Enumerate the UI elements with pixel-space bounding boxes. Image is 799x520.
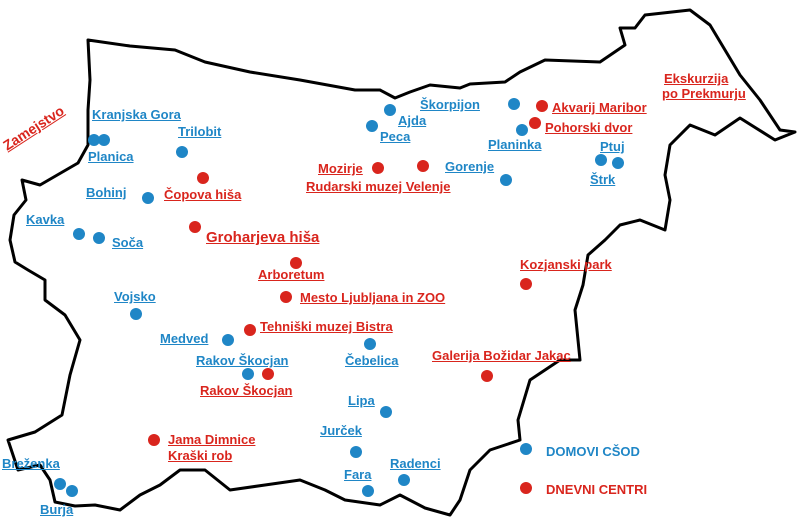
- jurcek-label[interactable]: Jurček: [320, 423, 362, 438]
- tehniski-muzej-bistra-dot[interactable]: [244, 324, 256, 336]
- kranjska-gora-label[interactable]: Kranjska Gora: [92, 107, 181, 122]
- soca-dot[interactable]: [93, 232, 105, 244]
- peca-label[interactable]: Peca: [380, 129, 411, 144]
- gorenje-dot[interactable]: [500, 174, 512, 186]
- brezenka-label[interactable]: Breženka: [2, 456, 60, 471]
- akvarij-maribor-dot[interactable]: [536, 100, 548, 112]
- lipa-dot[interactable]: [380, 406, 392, 418]
- ajda-label[interactable]: Ajda: [398, 113, 427, 128]
- medved-dot[interactable]: [222, 334, 234, 346]
- rakov-skocjan-center-label[interactable]: Rakov Škocjan: [200, 383, 293, 398]
- krasi-rob-label[interactable]: Kraški rob: [168, 448, 233, 463]
- mozirje-label[interactable]: Mozirje: [318, 161, 363, 176]
- ajda-dot[interactable]: [384, 104, 396, 116]
- fara-dot[interactable]: [362, 485, 374, 497]
- mesto-ljubljana-dot[interactable]: [280, 291, 292, 303]
- groharjeva-hisa-label[interactable]: Groharjeva hiša: [206, 229, 320, 246]
- burja-label[interactable]: Burja: [40, 502, 74, 517]
- burja-dot[interactable]: [66, 485, 78, 497]
- jama-dimnice-dot[interactable]: [148, 434, 160, 446]
- mozirje-dot[interactable]: [372, 162, 384, 174]
- legend-centri-label: DNEVNI CENTRI: [546, 482, 648, 497]
- pohorski-dvor-dot[interactable]: [529, 117, 541, 129]
- kavka-dot[interactable]: [73, 228, 85, 240]
- skorpijon-label[interactable]: Škorpijon: [420, 97, 480, 112]
- bohinj-dot[interactable]: [142, 192, 154, 204]
- strk-label[interactable]: Štrk: [590, 172, 616, 187]
- vojsko-dot[interactable]: [130, 308, 142, 320]
- akvarij-maribor-label[interactable]: Akvarij Maribor: [552, 100, 647, 115]
- arboretum-label[interactable]: Arboretum: [258, 267, 325, 282]
- rakov-skocjan-center-dot[interactable]: [262, 368, 274, 380]
- rudarski-muzej-velenje-dot[interactable]: [417, 160, 429, 172]
- cebelica-label[interactable]: Čebelica: [345, 353, 399, 368]
- ptuj-label[interactable]: Ptuj: [600, 139, 625, 154]
- jama-dimnice-label[interactable]: Jama Dimnice: [168, 432, 256, 447]
- kozjanski-park-dot[interactable]: [520, 278, 532, 290]
- soca-label[interactable]: Soča: [112, 235, 144, 250]
- brezenka-dot[interactable]: [54, 478, 66, 490]
- ptuj-dot[interactable]: [595, 154, 607, 166]
- kranjska-gora-dot[interactable]: [98, 134, 110, 146]
- kavka-label[interactable]: Kavka: [26, 212, 65, 227]
- radenci-label[interactable]: Radenci: [390, 456, 441, 471]
- planinka-label[interactable]: Planinka: [488, 137, 542, 152]
- legend-domovi-label: DOMOVI CŠOD: [546, 444, 640, 459]
- copova-hisa-label[interactable]: Čopova hiša: [164, 187, 242, 202]
- planica-dot[interactable]: [88, 134, 100, 146]
- rakov-skocjan-label[interactable]: Rakov Škocjan: [196, 353, 289, 368]
- cebelica-dot[interactable]: [364, 338, 376, 350]
- tehniski-muzej-bistra-label[interactable]: Tehniški muzej Bistra: [260, 319, 393, 334]
- lipa-label[interactable]: Lipa: [348, 393, 375, 408]
- rakov-skocjan-dot[interactable]: [242, 368, 254, 380]
- ekskurzija-label[interactable]: Ekskurzija: [664, 71, 729, 86]
- kozjanski-park-label[interactable]: Kozjanski park: [520, 257, 612, 272]
- rudarski-muzej-velenje-label[interactable]: Rudarski muzej Velenje: [306, 179, 451, 194]
- fara-label[interactable]: Fara: [344, 467, 372, 482]
- mesto-ljubljana-label[interactable]: Mesto Ljubljana in ZOO: [300, 290, 446, 305]
- legend-red-dot: [520, 482, 532, 494]
- gorenje-label[interactable]: Gorenje: [445, 159, 495, 174]
- copova-hisa-dot[interactable]: [197, 172, 209, 184]
- arboretum-dot[interactable]: [290, 257, 302, 269]
- jurcek-dot[interactable]: [350, 446, 362, 458]
- galerija-jakac-dot[interactable]: [481, 370, 493, 382]
- po-prekmurju-label[interactable]: po Prekmurju: [662, 86, 746, 101]
- galerija-jakac-label[interactable]: Galerija Božidar Jakac: [432, 348, 571, 363]
- border-outline: [6, 8, 797, 517]
- bohinj-label[interactable]: Bohinj: [86, 185, 127, 200]
- radenci-dot[interactable]: [398, 474, 410, 486]
- trilobit-label[interactable]: Trilobit: [178, 124, 222, 139]
- planica-label[interactable]: Planica: [88, 149, 134, 164]
- strk-dot[interactable]: [612, 157, 624, 169]
- trilobit-dot[interactable]: [176, 146, 188, 158]
- planinka-dot[interactable]: [516, 124, 528, 136]
- pohorski-dvor-label[interactable]: Pohorski dvor: [545, 120, 633, 135]
- legend-blue-dot: [520, 443, 532, 455]
- groharjeva-hisa-dot[interactable]: [189, 221, 201, 233]
- skorpijon-dot[interactable]: [508, 98, 520, 110]
- peca-dot[interactable]: [366, 120, 378, 132]
- vojsko-label[interactable]: Vojsko: [114, 289, 156, 304]
- medved-label[interactable]: Medved: [160, 331, 209, 346]
